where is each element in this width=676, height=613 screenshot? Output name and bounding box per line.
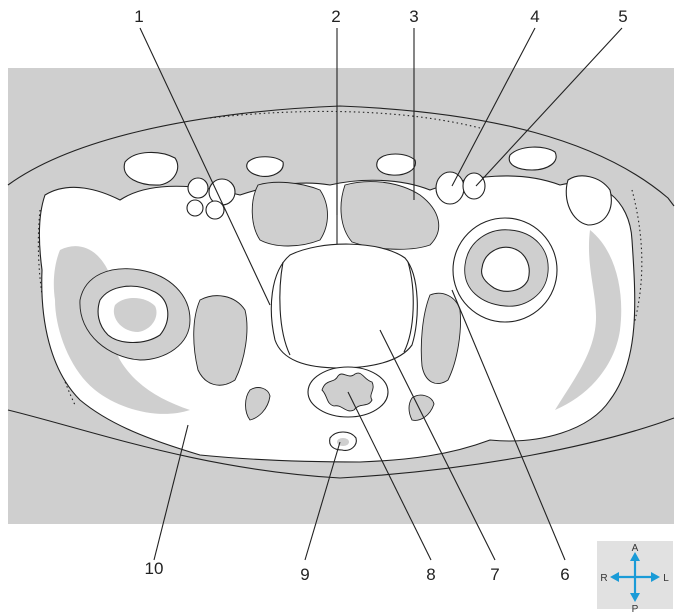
label-10: 10 (145, 559, 164, 578)
label-6: 6 (560, 565, 569, 584)
left-inguinal-node (377, 154, 416, 175)
label-1: 1 (134, 7, 143, 26)
right-femoral-vessel-4 (206, 201, 224, 219)
left-femoral-core (482, 247, 530, 291)
left-spermatic-cord (509, 147, 556, 170)
bladder (271, 244, 417, 368)
label-7: 7 (490, 565, 499, 584)
label-8: 8 (426, 565, 435, 584)
right-obturator-muscle (194, 296, 247, 386)
right-femoral-vessel-1 (188, 178, 208, 198)
right-femoral-vessel-3 (187, 200, 203, 216)
right-inguinal-node (247, 157, 283, 177)
label-2: 2 (331, 7, 340, 26)
label-3: 3 (409, 7, 418, 26)
compass-right: R (600, 573, 607, 584)
left-femoral-artery (436, 172, 464, 204)
label-9: 9 (300, 565, 309, 584)
compass-anterior: A (632, 543, 639, 554)
left-femoral-vein (463, 173, 485, 199)
compass-posterior: P (632, 604, 639, 613)
label-5: 5 (618, 7, 627, 26)
label-4: 4 (530, 7, 539, 26)
right-pubic-bone (252, 182, 327, 246)
orientation-compass-icon: A P R L (597, 541, 673, 613)
compass-left: L (663, 573, 669, 584)
